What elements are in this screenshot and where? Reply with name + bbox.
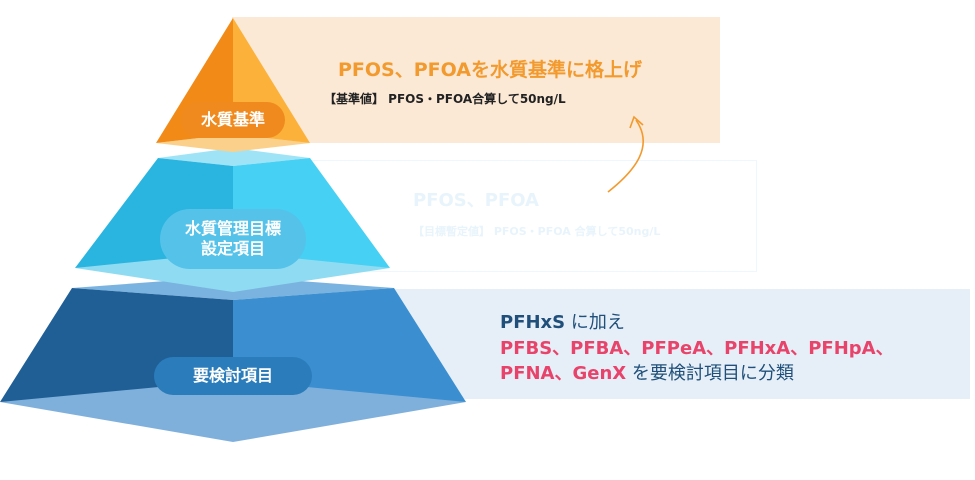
bottom-tier-line3-text: を要検討項目に分類 <box>626 363 794 384</box>
middle-tier-label-line2: 設定項目 <box>200 239 265 258</box>
bottom-tier-line3-compounds: PFNA、GenX <box>500 363 627 384</box>
middle-tier-label-line1: 水質管理目標 <box>184 219 281 238</box>
bottom-tier-line1: PFHxS に加え <box>500 308 625 334</box>
bottom-tier-line2: PFBS、PFBA、PFPeA、PFHxA、PFHpA、 <box>500 338 894 359</box>
middle-tier-title: PFOS、PFOA <box>413 190 539 211</box>
top-tier-subtitle: 【基準値】 PFOS・PFOA合算して50ng/L <box>324 92 566 106</box>
middle-tier-subtitle: 【目標暫定値】 PFOS・PFOA 合算して50ng/L <box>413 225 661 238</box>
upgrade-arrow-icon <box>607 115 644 193</box>
bottom-tier-line1-compound: PFHxS <box>500 312 566 333</box>
middle-tier-label: 水質管理目標 設定項目 <box>160 209 306 269</box>
middle-tier-top-face <box>158 148 310 166</box>
bottom-tier-line3: PFNA、GenX を要検討項目に分類 <box>500 359 794 385</box>
top-tier-title: PFOS、PFOAを水質基準に格上げ <box>338 59 642 81</box>
top-tier-label: 水質基準 <box>181 102 285 138</box>
bottom-tier-line1-text: に加え <box>565 312 625 333</box>
bottom-tier-label: 要検討項目 <box>154 357 312 395</box>
